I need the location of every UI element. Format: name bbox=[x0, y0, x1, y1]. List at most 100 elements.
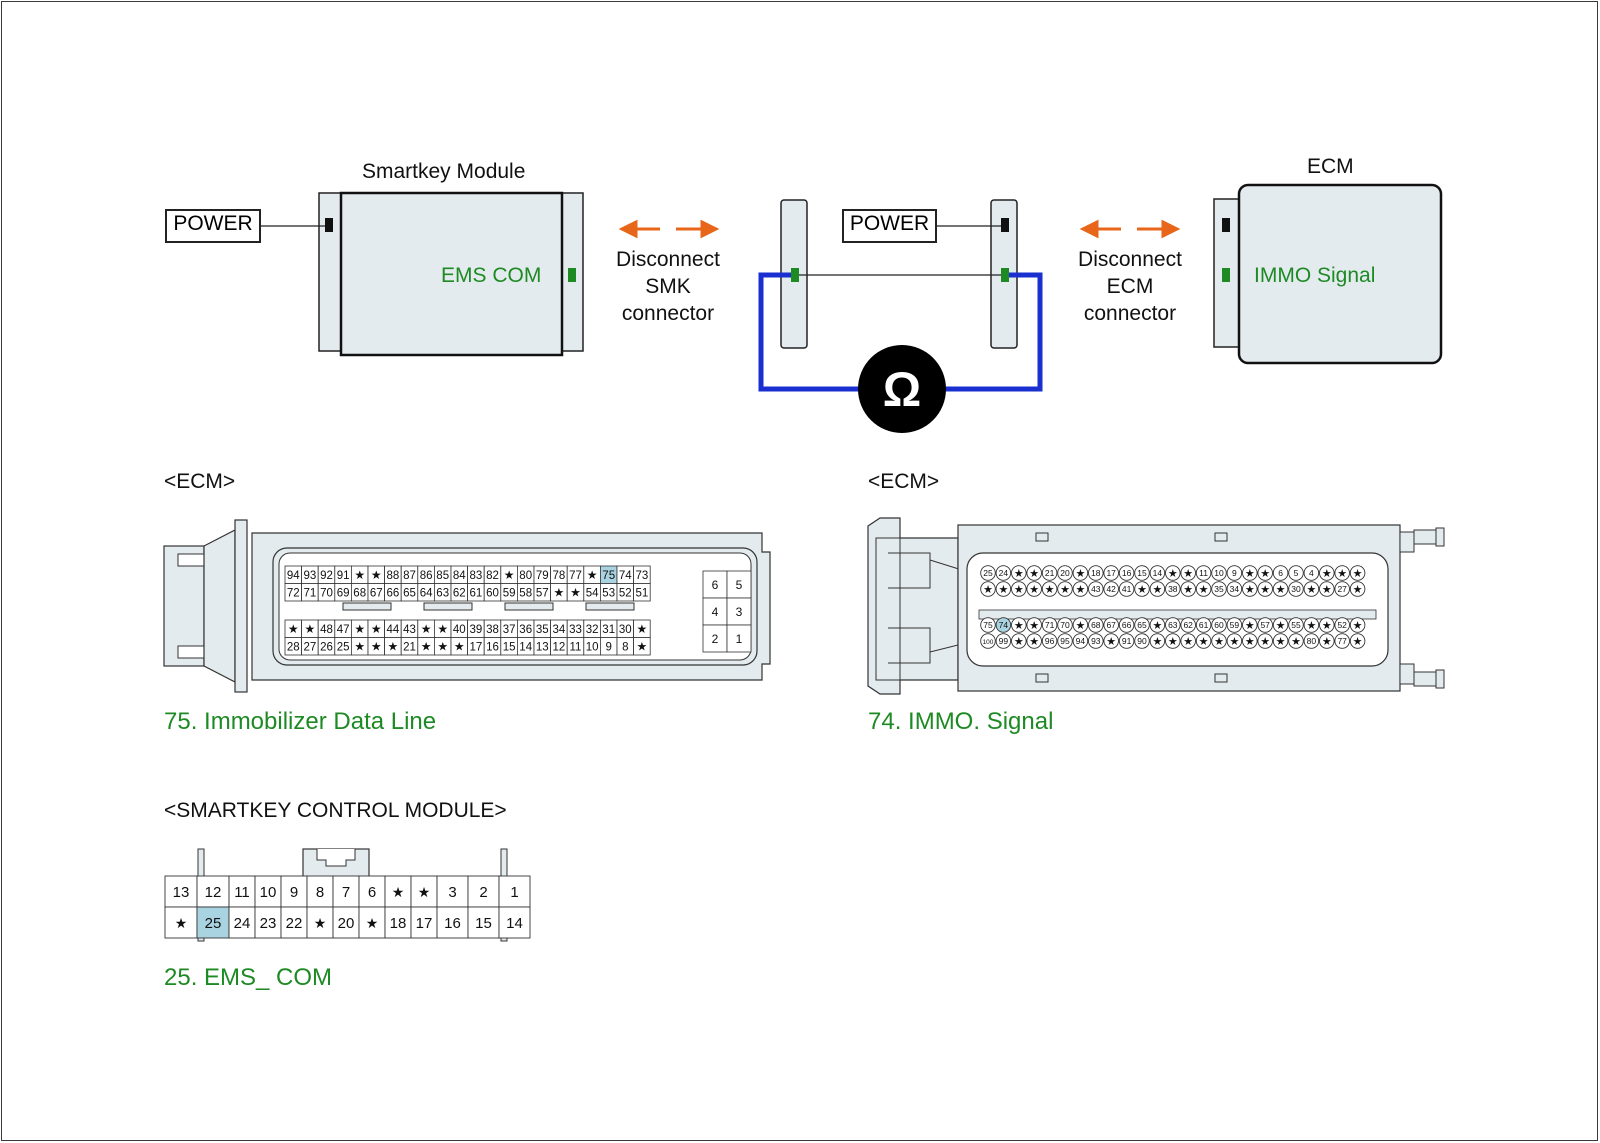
ecm-left-pin-label: 15 bbox=[503, 642, 516, 654]
smk-pin-label: ★ bbox=[418, 884, 431, 900]
ecm-right-pin-label: ★ bbox=[1029, 636, 1039, 648]
ecm-right-heading: <ECM> bbox=[868, 470, 940, 493]
ecm-left-pin-label: 58 bbox=[519, 588, 532, 600]
smk-pin-17 bbox=[410, 906, 438, 939]
ecm-right-pin-label: 80 bbox=[1307, 636, 1317, 646]
ecm-right-pin-30 bbox=[1288, 581, 1304, 597]
ecm-left-caption: 75. Immobilizer Data Line bbox=[164, 708, 437, 735]
ecm-right-pin-blank-star bbox=[1288, 633, 1304, 649]
ecm-right-pin-label: 16 bbox=[1122, 568, 1132, 578]
disconnect-smk-line2: SMK bbox=[645, 275, 691, 298]
ecm-left-pin-label: 10 bbox=[586, 642, 599, 654]
ecm-right-pin-label: ★ bbox=[1276, 620, 1286, 632]
ecm-right-pin-74 bbox=[995, 617, 1012, 633]
ecm-left-pin-label: 92 bbox=[320, 570, 333, 582]
disconnect-ecm-line1: Disconnect bbox=[1078, 248, 1182, 271]
ecm-left-pin-label: 32 bbox=[586, 624, 599, 636]
ecm-right-pin-label: 93 bbox=[1091, 636, 1101, 646]
ecm-right-pin-label: 35 bbox=[1214, 584, 1224, 594]
ecm-right-pin-label: ★ bbox=[1260, 636, 1270, 648]
ecm-right-pin-38 bbox=[1165, 581, 1181, 597]
ecm-right-pin-blank-star bbox=[1026, 565, 1042, 581]
ecm-left-pin-label: ★ bbox=[554, 586, 565, 600]
ecm-right-pin-label: ★ bbox=[1199, 584, 1209, 596]
ecm-left-pin-label: 48 bbox=[320, 624, 333, 636]
ecm-right-pin-label: ★ bbox=[1168, 568, 1178, 580]
ecm-left-pin-label: 54 bbox=[586, 588, 599, 600]
ecm-left-side-pin-6 bbox=[702, 570, 728, 599]
ecm-left-pin-label: 79 bbox=[536, 570, 549, 582]
ecm-left-pin-label: 63 bbox=[436, 588, 449, 600]
ecm-immo-pin bbox=[1222, 268, 1230, 282]
ecm-left-pin-label: ★ bbox=[637, 622, 648, 636]
ecm-right-pin-blank-star bbox=[1165, 633, 1181, 649]
ecm-right-pin-label: ★ bbox=[1029, 568, 1039, 580]
ecm-right-pin-label: ★ bbox=[1322, 584, 1332, 596]
smk-pin-blank-star bbox=[164, 906, 198, 939]
ecm-left-side-pin-5 bbox=[726, 570, 752, 599]
smk-pin-label: 12 bbox=[205, 884, 222, 901]
disconnect-smk-line3: connector bbox=[621, 302, 715, 325]
ecm-left-pin-label: 74 bbox=[619, 570, 632, 582]
ecm-left-pin-label: 69 bbox=[337, 588, 350, 600]
smk-pin-label: 24 bbox=[234, 915, 251, 932]
ecm-right-pin-67 bbox=[1103, 617, 1119, 633]
ecm-right-pin-blank-star bbox=[1072, 565, 1089, 581]
ecm-right-pin-label: 99 bbox=[999, 636, 1009, 646]
smk-pin-blank-star bbox=[410, 875, 438, 908]
ecm-right-pin-6 bbox=[1272, 565, 1289, 581]
ecm-right-pin-62 bbox=[1180, 617, 1196, 633]
ecm-right-pin-94 bbox=[1072, 633, 1089, 649]
ecm-right-pin-label: ★ bbox=[1276, 584, 1286, 596]
ecm-left-pin-label: 21 bbox=[403, 642, 416, 654]
ecm-right-pin-label: 70 bbox=[1060, 620, 1070, 630]
ecm-right-pin-label: 10 bbox=[1214, 568, 1224, 578]
ecm-right-pin-80 bbox=[1303, 633, 1320, 649]
ecm-right-pin-label: 5 bbox=[1294, 568, 1299, 578]
smk-pin-label: 6 bbox=[368, 884, 376, 901]
ecm-right-pin-blank-star bbox=[1149, 617, 1166, 633]
ecm-left-pin-label: 93 bbox=[304, 570, 317, 582]
ecm-right-pin-blank-star bbox=[1257, 633, 1273, 649]
smk-pin-label: 20 bbox=[338, 915, 355, 932]
ecm-right-pin-blank-star bbox=[1195, 581, 1212, 597]
smk-pin-blank-star bbox=[306, 906, 334, 939]
ecm-left-pin-label: 47 bbox=[337, 624, 350, 636]
ecm-right-pin-label: ★ bbox=[1014, 584, 1024, 596]
ecm-left-pin-label: 80 bbox=[519, 570, 532, 582]
smk-pin-label: 25 bbox=[205, 915, 222, 932]
ecm-right-pin-blank-star bbox=[1226, 633, 1243, 649]
ecm-left-pin-label: 51 bbox=[636, 588, 649, 600]
smk-pin-label: 14 bbox=[506, 915, 523, 932]
ecm-left-pin-label: 82 bbox=[486, 570, 499, 582]
ecm-right-pin-label: ★ bbox=[1337, 568, 1347, 580]
ecm-right-pin-label: ★ bbox=[1260, 568, 1270, 580]
harness-power-pin bbox=[1001, 218, 1009, 232]
smk-pin-11 bbox=[228, 875, 256, 908]
smk-pin-label: 8 bbox=[316, 884, 324, 901]
ecm-right-pin-blank-star bbox=[1349, 617, 1366, 633]
ecm-right-pin-14 bbox=[1149, 565, 1166, 581]
harness-pin-ecm bbox=[1001, 268, 1009, 282]
ecm-left-pin-label: 77 bbox=[569, 570, 582, 582]
ecm-right-pin-blank-star bbox=[1195, 633, 1212, 649]
ecm-right-pin-label: 63 bbox=[1168, 620, 1178, 630]
ecm-right-pin-label: ★ bbox=[1168, 636, 1178, 648]
ecm-left-pin-label: 26 bbox=[320, 642, 333, 654]
ecm-left-pin-label: ★ bbox=[388, 640, 399, 654]
ecm-right-pin-label: ★ bbox=[1353, 620, 1363, 632]
ecm-right-pin-blank-star bbox=[1011, 633, 1027, 649]
ecm-left-pin-label: 43 bbox=[403, 624, 416, 636]
ecm-left-pin-label: 34 bbox=[553, 624, 566, 636]
ecm-right-pin-label: ★ bbox=[1245, 620, 1255, 632]
smk-pin-16 bbox=[436, 906, 469, 939]
ecm-right-pin-15 bbox=[1134, 565, 1150, 581]
ecm-right-pin-99 bbox=[995, 633, 1012, 649]
ecm-right-pin-label: 41 bbox=[1122, 584, 1132, 594]
ecm-left-pin-label: 64 bbox=[420, 588, 433, 600]
ecm-right-pin-label: 94 bbox=[1076, 636, 1086, 646]
smk-connector-caption: 25. EMS_ COM bbox=[164, 964, 333, 991]
